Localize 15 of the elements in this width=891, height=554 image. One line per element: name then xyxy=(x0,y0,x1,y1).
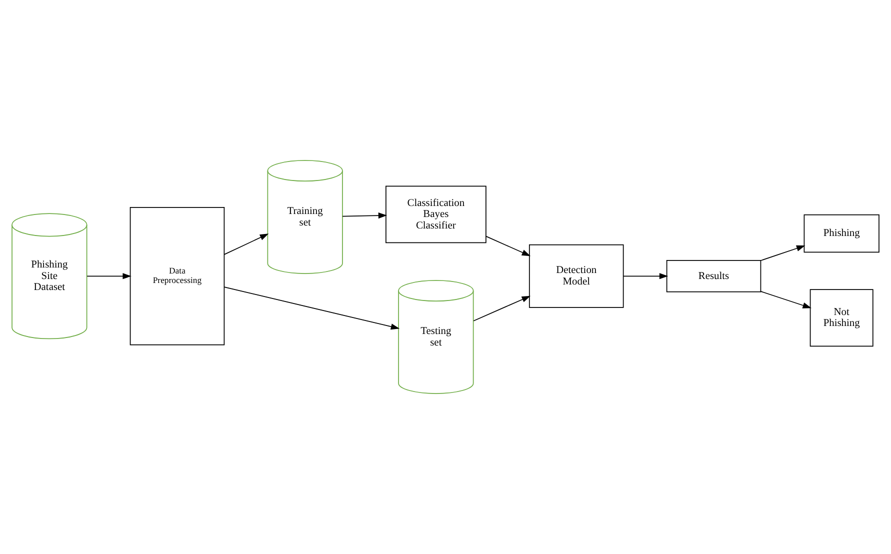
arrow xyxy=(86,273,132,280)
arrow xyxy=(486,236,531,256)
arrow xyxy=(623,273,668,280)
arrow xyxy=(224,234,269,255)
arrow xyxy=(760,245,806,261)
node-box: Data Preprocessing xyxy=(130,207,225,346)
node-box: Results xyxy=(666,260,762,292)
node-box: Classification Bayes Classifier xyxy=(386,186,486,244)
arrow xyxy=(224,286,400,330)
node-box: Not Phishing xyxy=(810,289,874,347)
node-box: Detection Model xyxy=(528,244,624,308)
arrow xyxy=(342,212,388,219)
arrow xyxy=(760,291,812,308)
node-box: Phishing xyxy=(804,214,880,253)
arrow xyxy=(473,296,531,322)
